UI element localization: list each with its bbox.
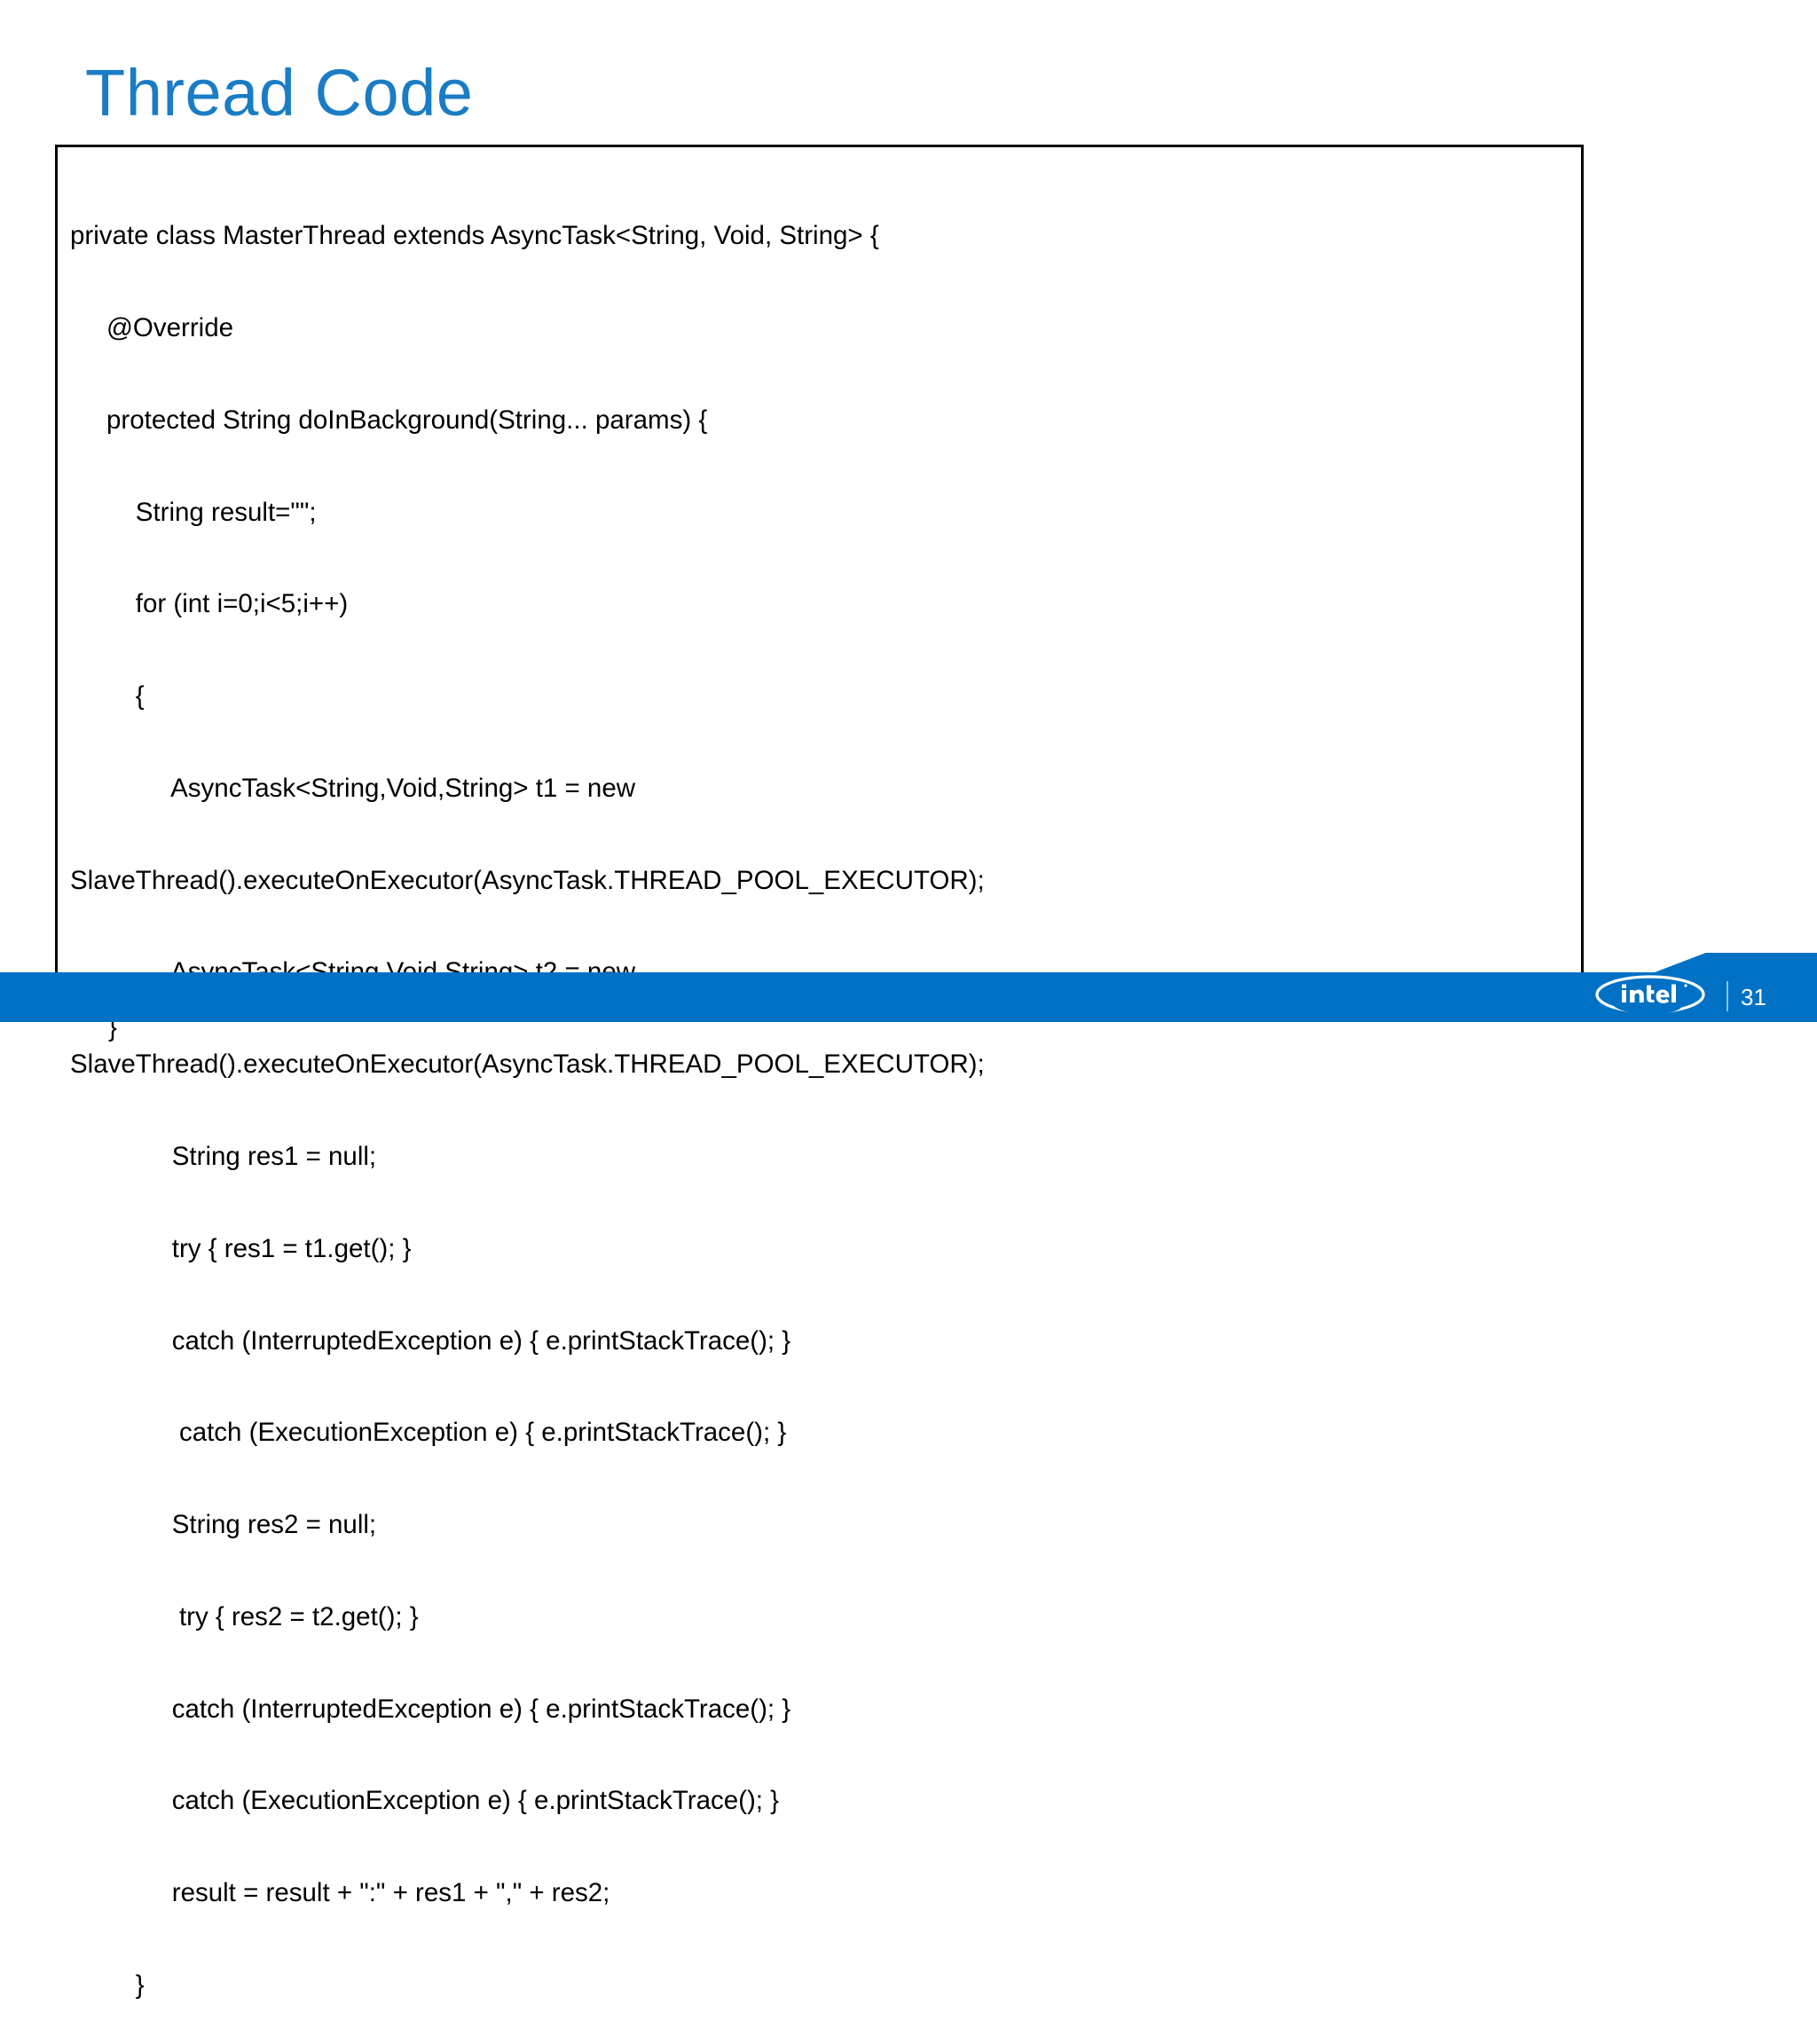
code-line: result = result + ":" + res1 + "," + res… xyxy=(70,1878,610,1908)
code-line: @Override xyxy=(70,312,234,342)
code-line: try { res2 = t2.get(); } xyxy=(70,1601,419,1631)
page-number: 31 xyxy=(1741,984,1766,1010)
code-line: private class MasterThread extends Async… xyxy=(70,221,879,251)
code-line: for (int i=0;i<5;i++) xyxy=(70,589,349,619)
code-line: catch (InterruptedException e) { e.print… xyxy=(70,1325,791,1356)
code-listing: private class MasterThread extends Async… xyxy=(58,147,1586,2044)
footer-divider xyxy=(1727,981,1728,1011)
code-line: String res1 = null; xyxy=(70,1142,377,1171)
footer-bar xyxy=(0,972,1817,1022)
code-line: String res2 = null; xyxy=(70,1510,377,1540)
code-line: catch (InterruptedException e) { e.print… xyxy=(70,1694,791,1724)
code-line: catch (ExecutionException e) { e.printSt… xyxy=(70,1418,787,1448)
code-line: SlaveThread().executeOnExecutor(AsyncTas… xyxy=(70,865,985,895)
code-line: protected String doInBackground(String..… xyxy=(70,405,708,435)
code-line: SlaveThread().executeOnExecutor(AsyncTas… xyxy=(70,1050,985,1080)
code-line: { xyxy=(70,681,145,711)
code-block-container: private class MasterThread extends Async… xyxy=(55,145,1584,2000)
page-title: Thread Code xyxy=(85,56,474,130)
code-line: } xyxy=(70,1970,145,2001)
code-line: AsyncTask<String,Void,String> t1 = new xyxy=(70,773,636,803)
code-line: String result=""; xyxy=(70,497,317,527)
code-line: catch (ExecutionException e) { e.printSt… xyxy=(70,1786,780,1816)
code-line: try { res1 = t1.get(); } xyxy=(70,1233,412,1263)
intel-logo xyxy=(1593,974,1707,1015)
